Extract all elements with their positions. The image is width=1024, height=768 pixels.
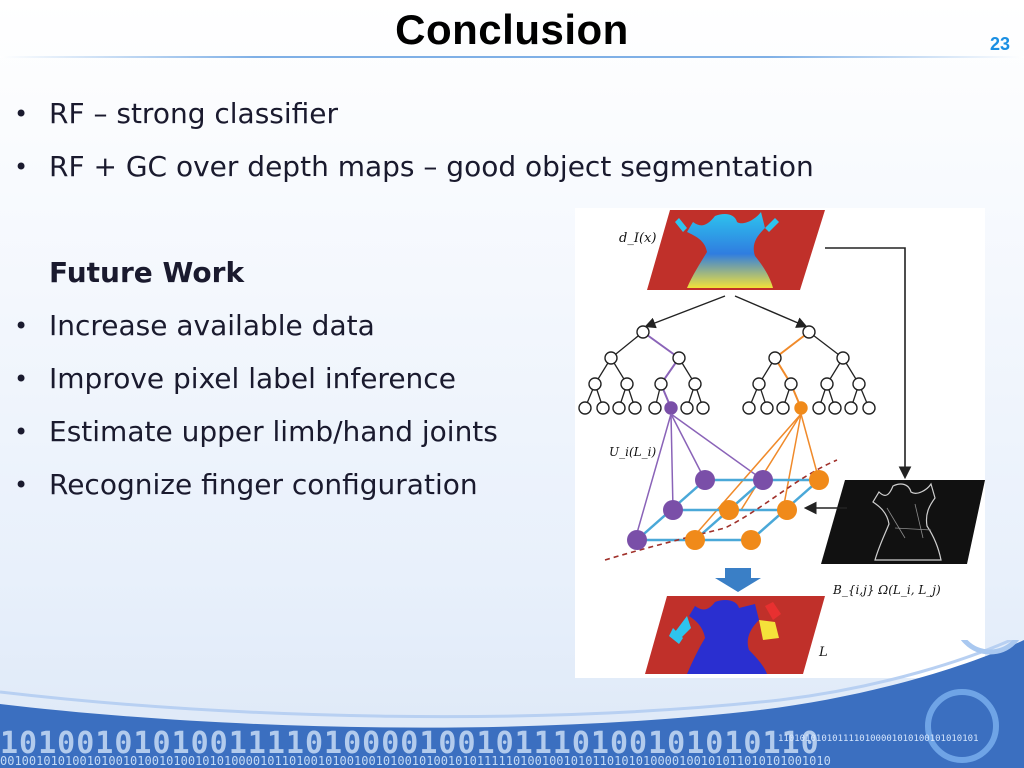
bullet-marker: • (14, 153, 29, 181)
bullet-item: • Improve pixel label inference (14, 359, 574, 412)
future-work-heading: Future Work (49, 256, 245, 289)
decorative-ring (925, 689, 999, 763)
bullet-marker: • (14, 418, 29, 446)
bullet-text: Improve pixel label inference (49, 362, 456, 395)
arrow-to-tree-left (644, 295, 726, 329)
bullet-item: • Recognize finger configuration (14, 465, 574, 518)
pairwise-label: B_{i,j} Ω(L_i, L_j) (832, 583, 941, 597)
pipeline-diagram: d_I(x) (578, 210, 985, 674)
pipeline-figure: d_I(x) (575, 208, 985, 678)
unary-connections (634, 413, 820, 543)
spacer (14, 200, 574, 253)
bullet-item: • Estimate upper limb/hand joints (14, 412, 574, 465)
bullet-marker: • (14, 312, 29, 340)
decision-tree-right (748, 331, 870, 409)
unary-label: U_i(L_i) (609, 445, 656, 459)
binary-decoration-small: 1101010101011110100001010100101010101 (778, 734, 979, 744)
binary-decoration: 1010010101001111010000100101110100101010… (0, 726, 820, 761)
bullet-text: RF + GC over depth maps – good object se… (49, 150, 814, 183)
tree-right-nodes (742, 325, 876, 415)
bullet-text: Estimate upper limb/hand joints (49, 415, 498, 448)
output-label: L (818, 645, 828, 660)
bullet-item: • Increase available data (14, 306, 574, 359)
bullet-marker: • (14, 471, 29, 499)
down-arrow (715, 568, 761, 592)
label-map-panel (645, 596, 825, 674)
bullet-marker: • (14, 100, 29, 128)
depth-label: d_I(x) (619, 231, 656, 246)
bullet-text: RF – strong classifier (49, 97, 339, 130)
edge-map-panel (821, 480, 985, 564)
depth-map-panel (647, 210, 825, 290)
decorative-ring (960, 640, 1020, 655)
binary-decoration-sub: 0010010101001010010100101001010100001011… (0, 754, 831, 768)
decorative-wave (0, 640, 1024, 768)
bullet-text: Increase available data (49, 309, 375, 342)
bullet-item: • RF + GC over depth maps – good object … (14, 147, 814, 200)
segmentation-cut (604, 459, 838, 561)
arrow-to-tree-right (734, 295, 808, 328)
page-number: 23 (989, 34, 1010, 54)
decision-tree-left (584, 331, 704, 409)
slide-title: Conclusion (395, 6, 629, 53)
title-divider (0, 56, 1024, 58)
depth-silhouette (687, 212, 773, 288)
crf-nodes (627, 470, 829, 550)
bullet-item: • RF – strong classifier (14, 94, 574, 147)
bullet-text: Recognize finger configuration (49, 468, 478, 501)
arrow-to-edges (825, 247, 912, 480)
tree-left-nodes (578, 325, 710, 415)
bullet-marker: • (14, 365, 29, 393)
bullet-content: • RF – strong classifier • RF + GC over … (14, 94, 814, 518)
